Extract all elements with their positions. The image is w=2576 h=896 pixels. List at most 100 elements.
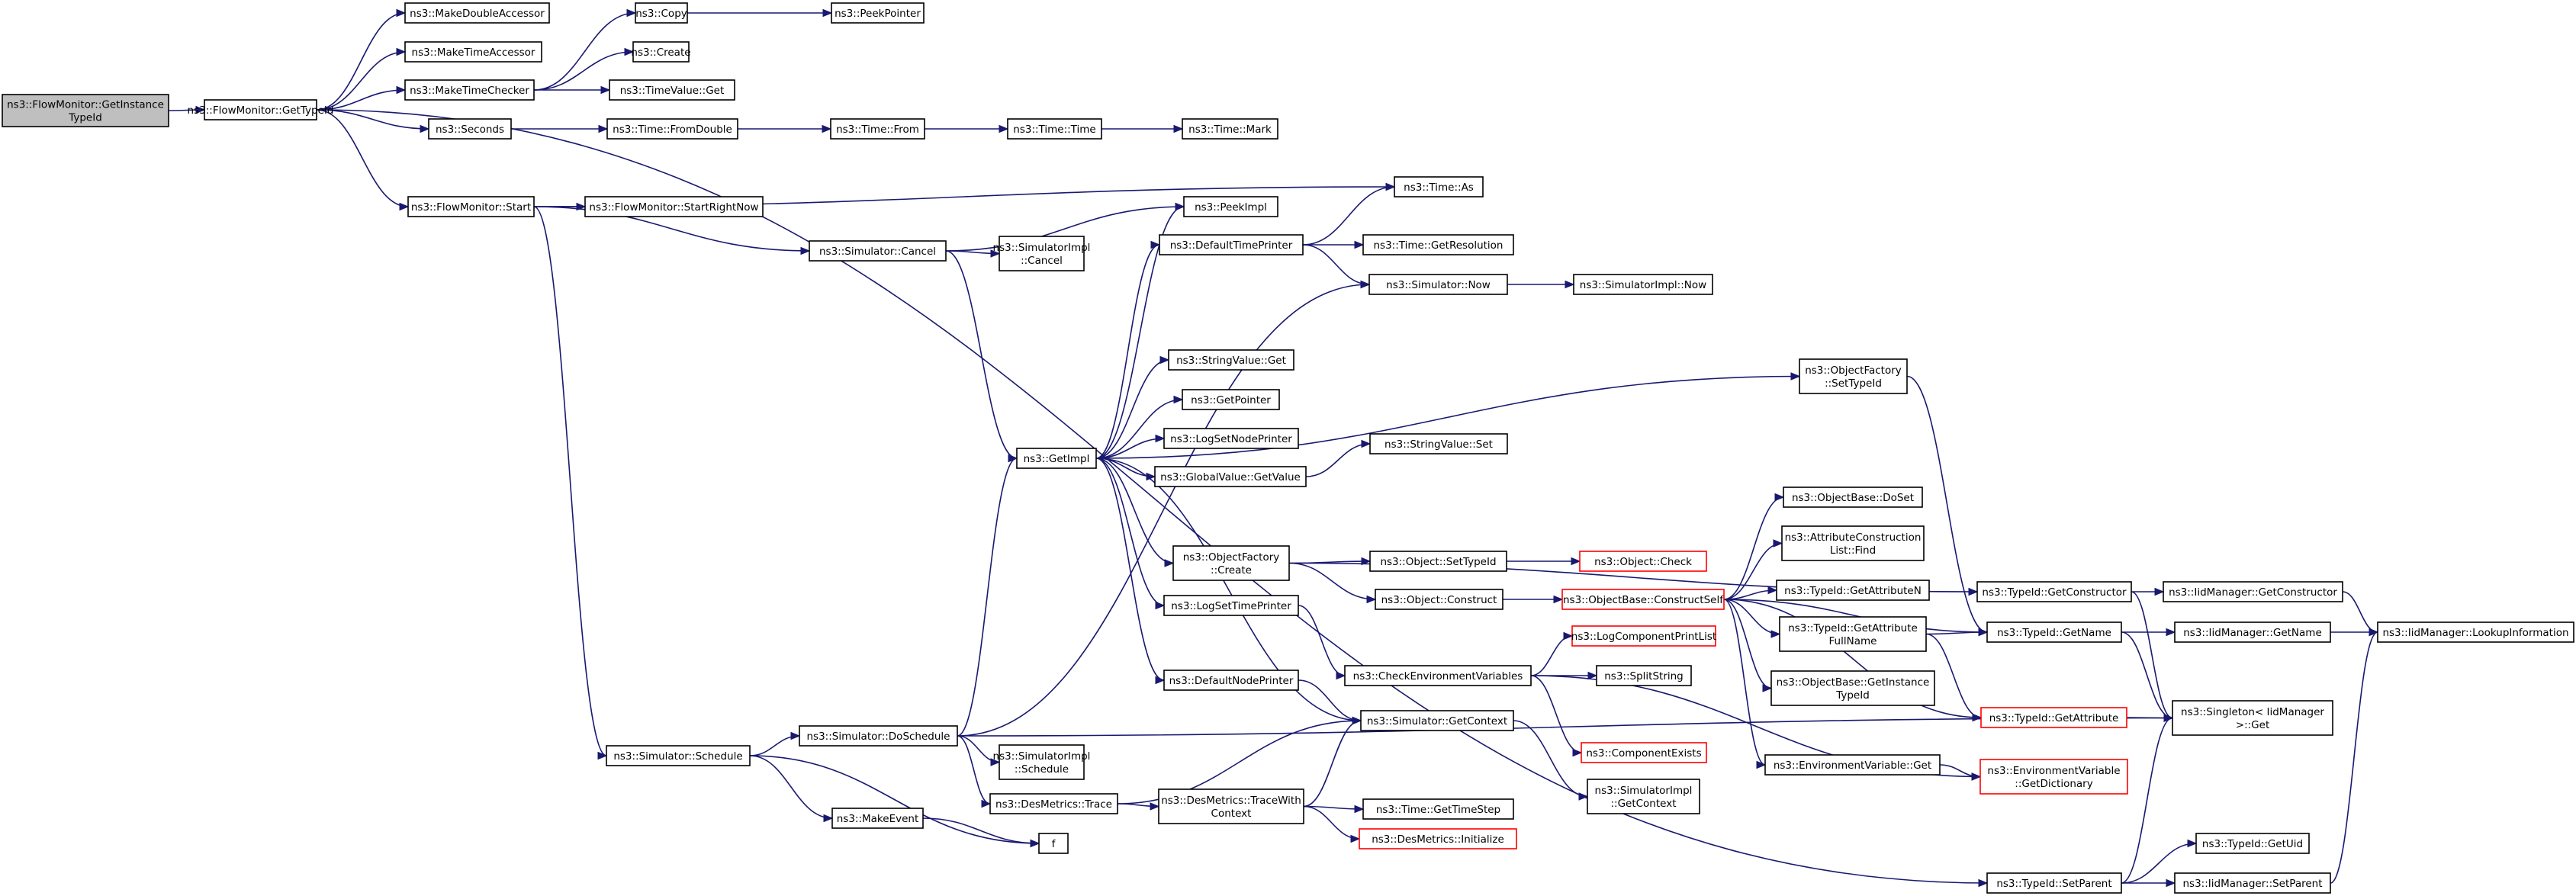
node-typeid-getuid[interactable]: ns3::TypeId::GetUid	[2195, 833, 2310, 854]
node-makeevent[interactable]: ns3::MakeEvent	[831, 808, 924, 829]
node-timevalue-get[interactable]: ns3::TimeValue::Get	[609, 79, 735, 101]
node-object-settypeid[interactable]: ns3::Object::SetTypeId	[1369, 551, 1507, 572]
node-globalvalue-getvalue[interactable]: ns3::GlobalValue::GetValue	[1154, 466, 1307, 487]
call-edge	[534, 85, 611, 95]
node-logsettimeprinter[interactable]: ns3::LogSetTimePrinter	[1163, 595, 1299, 616]
node-box	[404, 79, 535, 101]
node-simimpl-schedule[interactable]: ns3::SimulatorImpl::Schedule	[993, 744, 1091, 780]
node-typeid-getattributen[interactable]: ns3::TypeId::GetAttributeN	[1776, 580, 1930, 601]
node-stringvalue-set[interactable]: ns3::StringValue::Set	[1369, 433, 1508, 454]
node-box	[1783, 487, 1923, 508]
call-edge	[1303, 804, 1365, 814]
node-envvar-getdictionary[interactable]: ns3::EnvironmentVariable::GetDictionary	[1979, 759, 2128, 795]
node-makedoubleaccessor[interactable]: ns3::MakeDoubleAccessor	[404, 2, 550, 24]
node-label: >::Get	[2236, 719, 2269, 731]
node-splitstring[interactable]: ns3::SplitString	[1596, 665, 1692, 686]
call-edge	[2121, 631, 2174, 722]
node-seconds[interactable]: ns3::Seconds	[428, 118, 512, 140]
node-fm-start[interactable]: ns3::FlowMonitor::Start	[407, 196, 535, 217]
node-box	[2174, 621, 2331, 643]
node-object-check[interactable]: ns3::Object::Check	[1579, 551, 1707, 572]
node-iidmgr-getname[interactable]: ns3::IidManager::GetName	[2174, 621, 2331, 643]
node-label: ns3::SimulatorImpl::Now	[1580, 279, 1706, 291]
node-label: ns3::Seconds	[436, 124, 504, 136]
node-box	[1394, 176, 1484, 198]
node-objbase-constructself[interactable]: ns3::ObjectBase::ConstructSelf	[1561, 589, 1725, 610]
node-object-construct[interactable]: ns3::Object::Construct	[1375, 589, 1503, 610]
node-typeid-setparent[interactable]: ns3::TypeId::SetParent	[1986, 872, 2122, 894]
node-simimpl-getcontext[interactable]: ns3::SimulatorImpl::GetContext	[1587, 779, 1700, 814]
node-label: ns3::GetPointer	[1191, 394, 1271, 406]
node-logsetnodeprinter[interactable]: ns3::LogSetNodePrinter	[1163, 428, 1299, 449]
node-f[interactable]: f	[1038, 833, 1069, 854]
node-getpointer[interactable]: ns3::GetPointer	[1182, 389, 1280, 410]
node-singleton-get[interactable]: ns3::Singleton< IidManager>::Get	[2172, 700, 2333, 736]
node-sim-getcontext[interactable]: ns3::Simulator::GetContext	[1360, 710, 1514, 731]
node-typeid-getconstructor[interactable]: ns3::TypeId::GetConstructor	[1976, 581, 2132, 602]
node-create[interactable]: ns3::Create	[631, 41, 691, 63]
node-desmetrics-initialize[interactable]: ns3::DesMetrics::Initialize	[1359, 828, 1517, 849]
node-time-as[interactable]: ns3::Time::As	[1394, 176, 1484, 198]
node-label: ns3::Time::FromDouble	[613, 124, 732, 136]
node-checkenvvars[interactable]: ns3::CheckEnvironmentVariables	[1344, 665, 1532, 686]
node-time-from[interactable]: ns3::Time::From	[830, 118, 925, 140]
node-fm-startrightnow[interactable]: ns3::FlowMonitor::StartRightNow	[584, 196, 764, 217]
node-time-time[interactable]: ns3::Time::Time	[1007, 118, 1102, 140]
node-label: ns3::ComponentExists	[1586, 747, 1701, 760]
node-objfactory-create[interactable]: ns3::ObjectFactory::Create	[1172, 545, 1290, 581]
node-objbase-doset[interactable]: ns3::ObjectBase::DoSet	[1783, 487, 1923, 508]
node-desmetrics-trace[interactable]: ns3::DesMetrics::Trace	[989, 793, 1118, 814]
node-sim-doschedule[interactable]: ns3::Simulator::DoSchedule	[799, 725, 958, 747]
node-maketimechecker[interactable]: ns3::MakeTimeChecker	[404, 79, 535, 101]
node-typeid-getname[interactable]: ns3::TypeId::GetName	[1986, 621, 2122, 643]
node-logcomponentprintlist[interactable]: ns3::LogComponentPrintList	[1571, 625, 1716, 647]
node-time-fromdouble[interactable]: ns3::Time::FromDouble	[606, 118, 738, 140]
node-peekpointer[interactable]: ns3::PeekPointer	[831, 2, 925, 24]
node-time-getresolution[interactable]: ns3::Time::GetResolution	[1362, 234, 1514, 255]
call-edge	[2121, 714, 2174, 884]
node-defaultnodeprinter[interactable]: ns3::DefaultNodePrinter	[1163, 670, 1299, 691]
node-label: ns3::Time::Time	[1013, 124, 1095, 136]
node-simimpl-now[interactable]: ns3::SimulatorImpl::Now	[1573, 274, 1713, 295]
call-edge	[1298, 605, 1346, 680]
node-time-gettimestep[interactable]: ns3::Time::GetTimeStep	[1362, 798, 1514, 820]
node-label: ns3::Copy	[635, 8, 687, 20]
node-time-mark[interactable]: ns3::Time::Mark	[1182, 118, 1278, 140]
call-edge	[1302, 182, 1396, 246]
node-box	[404, 41, 542, 63]
call-edge	[1939, 764, 1982, 781]
node-getimpl[interactable]: ns3::GetImpl	[1016, 448, 1097, 469]
node-fm-gettypeid[interactable]: ns3::FlowMonitor::GetTypeId	[188, 99, 334, 120]
node-defaulttimeprinter[interactable]: ns3::DefaultTimePrinter	[1159, 234, 1304, 255]
call-edge	[1723, 599, 1781, 638]
node-sim-now[interactable]: ns3::Simulator::Now	[1368, 274, 1508, 295]
node-simimpl-cancel[interactable]: ns3::SimulatorImpl::Cancel	[993, 236, 1091, 271]
node-peekimpl[interactable]: ns3::PeekImpl	[1183, 196, 1278, 217]
node-box	[2172, 700, 2333, 736]
call-edge	[510, 124, 609, 133]
node-iidmgr-getconstructor[interactable]: ns3::IidManager::GetConstructor	[2163, 581, 2343, 602]
node-copy[interactable]: ns3::Copy	[635, 2, 688, 24]
node-box	[635, 2, 688, 24]
node-iidmgr-setparent[interactable]: ns3::IidManager::SetParent	[2174, 872, 2331, 894]
node-stringvalue-get[interactable]: ns3::StringValue::Get	[1168, 349, 1294, 371]
node-label: ns3::DesMetrics::Initialize	[1372, 833, 1504, 846]
call-edge	[737, 124, 832, 133]
node-envvar-get[interactable]: ns3::EnvironmentVariable::Get	[1764, 754, 1941, 776]
node-sim-cancel[interactable]: ns3::Simulator::Cancel	[809, 240, 947, 262]
node-sim-schedule[interactable]: ns3::Simulator::Schedule	[606, 745, 751, 766]
node-iidmgr-lookupinformation[interactable]: ns3::IidManager::LookupInformation	[2377, 621, 2574, 643]
node-componentexists[interactable]: ns3::ComponentExists	[1581, 742, 1707, 763]
node-typeid-getattribute[interactable]: ns3::TypeId::GetAttribute	[1980, 707, 2127, 728]
node-box	[1561, 589, 1725, 610]
node-label: ns3::DefaultNodePrinter	[1169, 675, 1294, 687]
call-edge	[945, 249, 1001, 258]
node-maketimeaccessor[interactable]: ns3::MakeTimeAccessor	[404, 41, 542, 63]
node-objfactory-settypeid[interactable]: ns3::ObjectFactory::SetTypeId	[1799, 358, 1908, 394]
node-label: ns3::Simulator::Now	[1386, 279, 1491, 291]
